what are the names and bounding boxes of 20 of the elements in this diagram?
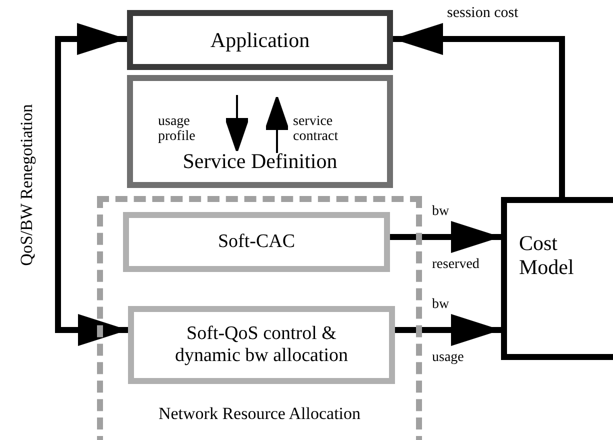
flow-label: usage profile	[158, 114, 196, 145]
arrow	[395, 314, 501, 346]
box-title: Cost Model	[519, 231, 575, 280]
process-box	[123, 212, 390, 272]
arrow	[390, 221, 501, 253]
box-title: Application	[210, 28, 310, 52]
box-title: Soft-QoS control & dynamic bw allocation	[174, 323, 350, 367]
process-box	[501, 197, 613, 360]
edge-label: bw usage	[432, 296, 464, 367]
box-title: Service Definition	[182, 149, 338, 174]
arrow	[393, 23, 565, 197]
dashed-group-box	[97, 196, 422, 440]
box-title: Network Resource Allocation	[158, 404, 361, 424]
process-box	[128, 306, 395, 384]
flow-label: service contract	[293, 114, 340, 145]
arrow	[55, 23, 128, 346]
process-box	[127, 10, 393, 70]
box-title: Soft-CAC	[218, 231, 296, 253]
process-box	[127, 75, 393, 188]
edge-label: session cost	[447, 5, 518, 22]
